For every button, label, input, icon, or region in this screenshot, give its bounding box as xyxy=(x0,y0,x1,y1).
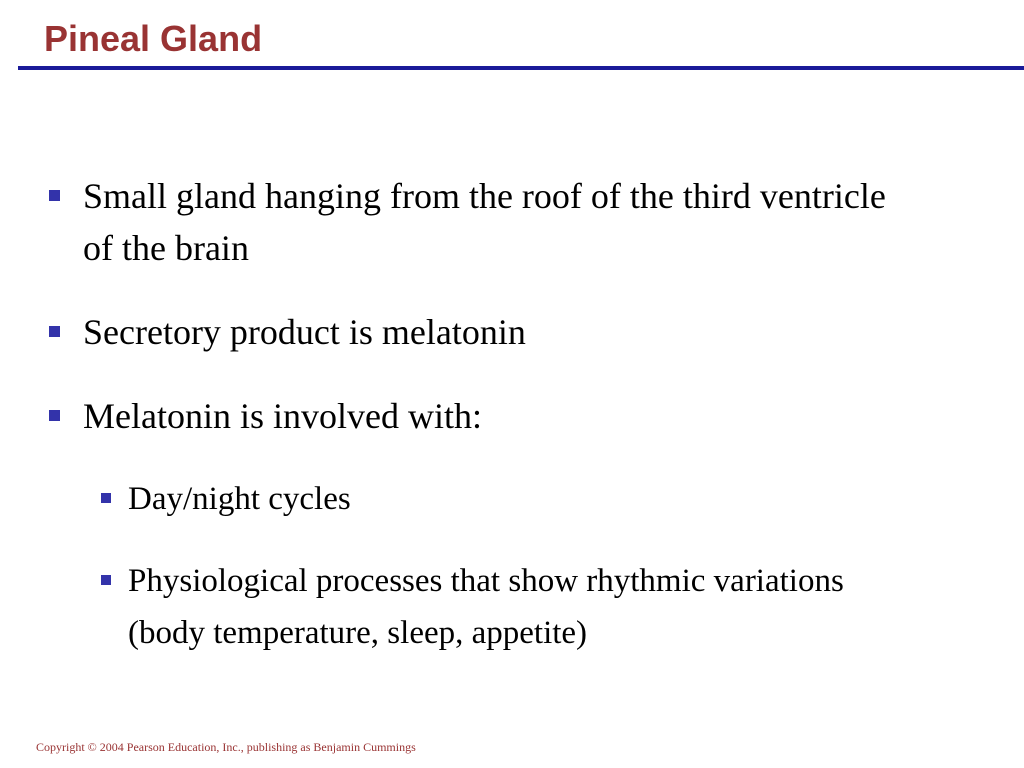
sub-bullet-text: Physiological processes that show rhythm… xyxy=(128,563,844,651)
slide-title: Pineal Gland xyxy=(44,18,263,59)
sub-bullet-item: Physiological processes that show rhythm… xyxy=(101,555,901,659)
bullet-item: Melatonin is involved with: xyxy=(49,390,919,442)
sub-bullet-text: Day/night cycles xyxy=(128,481,351,517)
copyright-footer: Copyright © 2004 Pearson Education, Inc.… xyxy=(36,740,416,754)
bullet-item: Small gland hanging from the roof of the… xyxy=(49,170,919,274)
sub-bullet-item: Day/night cycles xyxy=(101,473,901,525)
slide-content: Small gland hanging from the roof of the… xyxy=(49,170,919,659)
square-bullet-icon xyxy=(49,326,60,337)
bullet-text: Melatonin is involved with: xyxy=(83,396,482,436)
title-divider xyxy=(18,66,1024,70)
bullet-text: Secretory product is melatonin xyxy=(83,312,526,352)
square-bullet-icon xyxy=(49,410,60,421)
square-bullet-icon xyxy=(49,190,60,201)
square-bullet-icon xyxy=(101,493,111,503)
bullet-text: Small gland hanging from the roof of the… xyxy=(83,176,886,268)
square-bullet-icon xyxy=(101,575,111,585)
bullet-item: Secretory product is melatonin xyxy=(49,306,919,358)
